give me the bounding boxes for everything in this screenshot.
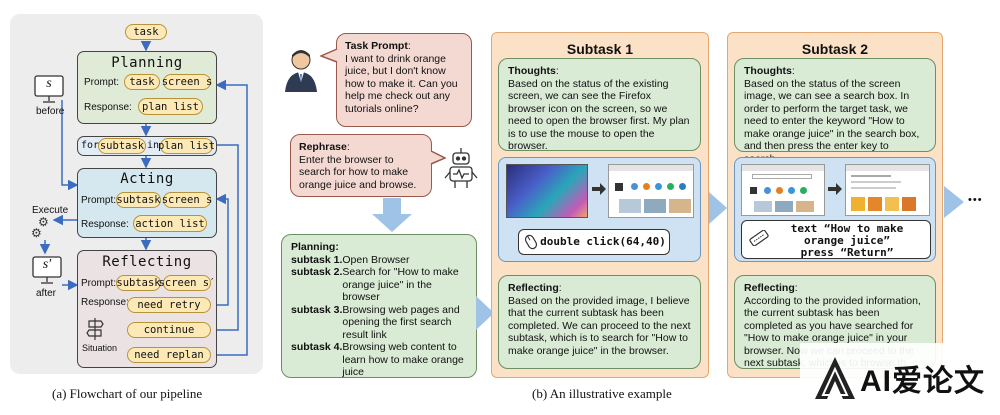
after-label: after bbox=[36, 288, 57, 299]
subtask2-action-line1: text “How to make bbox=[790, 222, 904, 235]
need-retry-pill: need retry bbox=[127, 297, 211, 313]
task-pill: task bbox=[125, 24, 167, 40]
subtask1-thoughts-text: Based on the status of the existing scre… bbox=[508, 77, 690, 153]
need-replan-pill: need replan bbox=[127, 347, 211, 363]
execute-label: Execute bbox=[32, 205, 69, 216]
acting-response-label: Response: bbox=[81, 219, 129, 230]
situation-label: Situation bbox=[82, 343, 118, 353]
subtask1-action: double click(64,40) bbox=[518, 229, 670, 255]
subtask2-action: text “How to make orange juice” press “R… bbox=[741, 220, 931, 259]
before-label: before bbox=[36, 106, 65, 117]
arrow-right-icon bbox=[828, 183, 842, 195]
screen-before-symbol: s bbox=[46, 76, 52, 91]
subtask2-action-line2: orange juice” bbox=[803, 234, 891, 247]
plan-item-text: Search for "How to make orange juice" in… bbox=[342, 266, 459, 303]
acting-response-pill: action list bbox=[133, 215, 207, 232]
task-prompt-bubble: Task Prompt: I want to drink orange juic… bbox=[336, 33, 472, 127]
keyboard-icon bbox=[749, 230, 769, 246]
plan-item: subtask 4.Browsing web content to learn … bbox=[291, 341, 467, 379]
bubble-tail bbox=[320, 48, 338, 63]
signpost-icon bbox=[86, 318, 104, 340]
search-results-screenshot bbox=[845, 164, 930, 216]
plan-item: subtask 1.Open Browser bbox=[291, 254, 467, 267]
monitor-after-icon bbox=[32, 256, 62, 284]
subtask2-action-line3: press “Return” bbox=[800, 246, 894, 259]
arrow-to-subtask1 bbox=[476, 296, 494, 330]
planning-response-label: Response: bbox=[84, 102, 132, 113]
continue-pill: continue bbox=[127, 322, 211, 338]
reflecting-response-label: Response: bbox=[81, 297, 129, 308]
subtask2-title: Subtask 2 bbox=[801, 41, 869, 57]
reflecting-screen-pill: screen s′ bbox=[158, 275, 216, 291]
desktop-screenshot bbox=[506, 164, 588, 218]
plan-item: subtask 3.Browsing web pages and opening… bbox=[291, 304, 467, 342]
down-arrow bbox=[372, 198, 412, 232]
subtask2-thoughts-box: Thoughts: Based on the status of the scr… bbox=[734, 58, 936, 165]
robot-icon bbox=[444, 148, 478, 188]
in-label: in bbox=[147, 140, 160, 151]
subtask2-thoughts-heading: Thoughts bbox=[744, 65, 792, 77]
acting-subtask-pill: subtask bbox=[116, 192, 161, 208]
planning-task-pill: task bbox=[124, 74, 160, 90]
subtask2-reflecting-heading: Reflecting bbox=[744, 282, 795, 294]
for-label: for bbox=[81, 140, 100, 151]
subtask1-reflecting-heading: Reflecting bbox=[508, 282, 559, 294]
planning-prompt-label: Prompt: bbox=[84, 77, 120, 88]
screen-after-symbol: s′ bbox=[42, 257, 52, 272]
watermark-logo-icon bbox=[815, 357, 855, 399]
subtask1-title: Subtask 1 bbox=[566, 41, 634, 57]
subtask1-reflecting-text: Based on the provided image, I believe t… bbox=[508, 294, 691, 357]
task-prompt-text: I want to drink orange juice, but I don'… bbox=[345, 52, 458, 115]
rephrase-bubble-tail bbox=[430, 150, 446, 165]
acting-screen-pill: screen s bbox=[161, 192, 213, 208]
browser-screenshot bbox=[608, 164, 694, 218]
mouse-icon bbox=[524, 234, 538, 250]
monitor-before-icon bbox=[34, 75, 64, 103]
flowchart-caption: (a) Flowchart of our pipeline bbox=[52, 386, 203, 401]
subtask1-thoughts-box: Thoughts: Based on the status of the exi… bbox=[498, 58, 701, 153]
subtask1-reflecting-box: Reflecting: Based on the provided image,… bbox=[498, 275, 701, 369]
subtask2-thoughts-text: Based on the status of the screen image,… bbox=[744, 77, 920, 165]
user-avatar-icon bbox=[285, 50, 317, 92]
reflecting-prompt-label: Prompt: bbox=[81, 278, 117, 289]
plan-item: subtask 2.Search for "How to make orange… bbox=[291, 266, 467, 304]
reflecting-title: Reflecting bbox=[102, 254, 192, 270]
planning-response-pill: plan list bbox=[138, 98, 203, 115]
plan-item-text: Browsing web pages and opening the first… bbox=[342, 303, 460, 341]
gear-icon: ⚙ bbox=[38, 215, 49, 229]
task-prompt-heading: Task Prompt bbox=[345, 40, 408, 52]
subtask1-thoughts-heading: Thoughts bbox=[508, 65, 556, 77]
plan-item-label: subtask 3. bbox=[291, 303, 343, 316]
planning-title: Planning bbox=[111, 55, 183, 71]
loop-subtask-pill: subtask bbox=[98, 138, 146, 154]
plan-item-text: Open Browser bbox=[342, 253, 410, 266]
planning-screen-pill: screen s bbox=[161, 74, 213, 90]
rephrase-bubble: Rephrase: Enter the browser to search fo… bbox=[290, 134, 432, 197]
plan-item-text: Browsing web content to learn how to mak… bbox=[342, 341, 464, 378]
plan-item-label: subtask 4. bbox=[291, 341, 343, 353]
ellipsis: ••• bbox=[968, 194, 983, 206]
rephrase-heading: Rephrase bbox=[299, 141, 347, 153]
example-caption: (b) An illustrative example bbox=[532, 386, 672, 401]
browser-home-screenshot bbox=[741, 164, 825, 216]
reflecting-subtask-pill: subtask bbox=[116, 275, 161, 291]
planning-heading: Planning: bbox=[291, 241, 339, 253]
plan-item-label: subtask 1. bbox=[291, 253, 343, 266]
planning-box: Planning: subtask 1.Open Browser subtask… bbox=[281, 234, 477, 378]
arrow-right-icon bbox=[592, 183, 606, 195]
gear-small-icon: ⚙ bbox=[31, 226, 42, 240]
acting-title: Acting bbox=[120, 171, 174, 187]
acting-prompt-label: Prompt: bbox=[81, 195, 117, 206]
plan-item-label: subtask 2. bbox=[291, 266, 343, 278]
arrow-to-subtask2 bbox=[709, 192, 727, 224]
watermark-text: AI爱论文 bbox=[860, 365, 985, 398]
arrow-to-next bbox=[944, 186, 964, 218]
loop-plan-pill: plan list bbox=[158, 138, 215, 154]
rephrase-text: Enter the browser to search for how to m… bbox=[299, 153, 417, 191]
